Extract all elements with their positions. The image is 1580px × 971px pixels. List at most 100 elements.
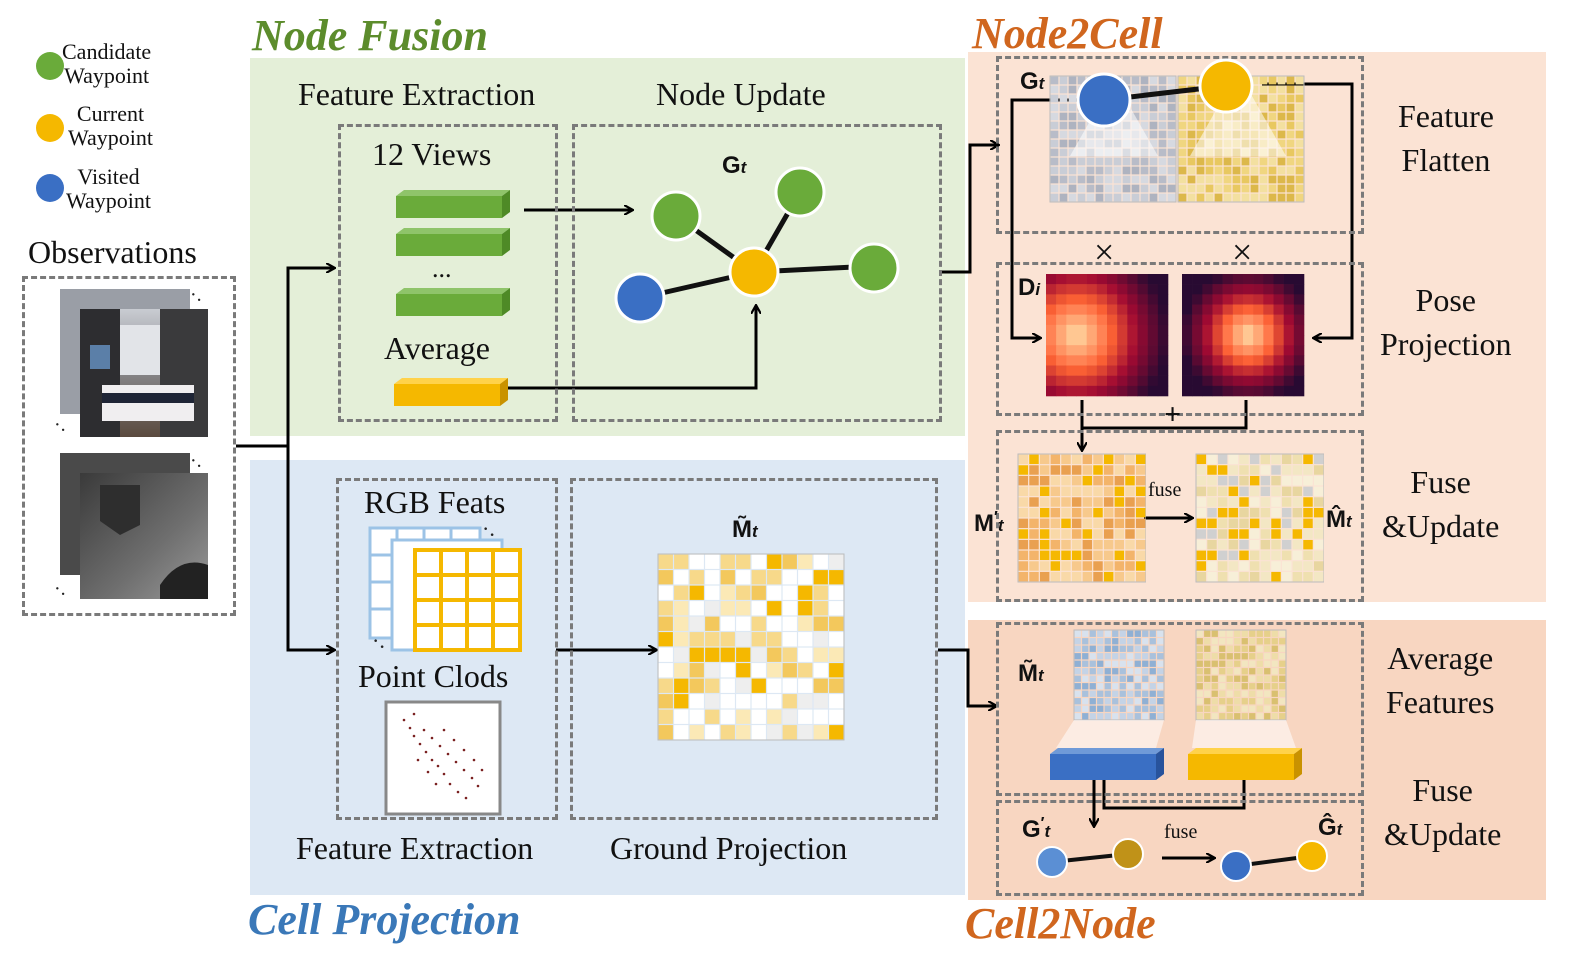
c2n-average-figure [1050, 629, 1302, 780]
obs-to-node-fusion-arrow [286, 268, 334, 446]
average-to-node-arrow [508, 306, 756, 390]
obs-to-cell-projection-arrow [286, 446, 334, 650]
visited-node-hat [1220, 850, 1252, 882]
current-waypoint-icon [36, 114, 64, 142]
n2c-feature-flatten-box [996, 56, 1364, 234]
observations-box [22, 276, 236, 616]
current-node-prime [1112, 838, 1144, 870]
observation-images: ·. ·. ·. ·. [54, 285, 208, 600]
current-node-hat [1296, 840, 1328, 872]
candidate-waypoint-icon [36, 52, 64, 80]
legend-current-label: Current Waypoint [68, 101, 153, 150]
cp-ground-projection-box [570, 478, 938, 820]
cell2node-title: Cell2Node [965, 899, 1156, 948]
graph-to-right-heatmap-arrow [1262, 82, 1354, 338]
n2c-pose-projection-box [996, 262, 1364, 416]
view-feature-bars [394, 190, 510, 406]
svg-text:·.: ·. [190, 285, 202, 306]
point-cloud-image [384, 700, 502, 816]
nf-feature-extraction-label: Feature Extraction [298, 76, 536, 112]
node-fusion-panel [250, 58, 965, 436]
cp-feature-extraction-label: Feature Extraction [296, 830, 534, 866]
nf-node-update-label: Node Update [656, 76, 826, 112]
c2n-map-label: M̃t [1018, 660, 1044, 687]
map-hat-label: M̂t [1326, 506, 1352, 533]
multiply-symbol-left: × [1094, 232, 1115, 272]
pose-heatmaps [1046, 274, 1305, 397]
step-average-features: Average Features [1386, 640, 1495, 720]
c2n-blue-map [1073, 629, 1165, 721]
c2n-average-features-box [996, 622, 1364, 796]
plus-symbol: + [1164, 398, 1182, 431]
svg-text:·.: ·. [54, 578, 66, 600]
view-feature-bar [396, 228, 510, 256]
multiply-symbol-right: × [1232, 232, 1253, 272]
views-label: 12 Views [372, 136, 492, 172]
n2c-graph-label: Gt [1020, 68, 1045, 95]
views-ellipsis: ... [432, 254, 452, 283]
visited-node-prime [1036, 846, 1068, 878]
ground-projection-map [657, 553, 845, 741]
node-update-graph [614, 166, 900, 324]
graph-to-left-heatmap-arrow [1010, 98, 1078, 338]
distance-label: Di [1018, 274, 1041, 301]
nf-node-update-box [572, 124, 942, 422]
node-fusion-title: Node Fusion [252, 11, 488, 60]
svg-text:·.: ·. [190, 450, 202, 472]
rgb-image-stack: ·. ·. [54, 285, 208, 437]
ground-map-cells [657, 553, 845, 741]
n2c-fuse-update-box [996, 430, 1364, 602]
map-hat-cells [1195, 453, 1324, 583]
candidate-node [650, 190, 702, 242]
candidate-node [848, 242, 900, 294]
step-pose-projection: Pose Projection [1380, 282, 1512, 362]
node-update-to-node2cell-arrow [940, 145, 998, 274]
n2c-flatten-figure [1049, 58, 1305, 203]
cp-map-label: M̃t [732, 516, 758, 543]
step-feature-flatten: Feature Flatten [1398, 98, 1494, 178]
rgb-feature-grids: ·. ·. [368, 520, 522, 653]
nf-feature-extraction-box [338, 124, 558, 422]
c2n-fuse-graphs [1036, 838, 1328, 882]
current-node [728, 246, 780, 298]
ground-projection-to-cell2node-arrow [938, 648, 996, 706]
observations-label: Observations [28, 234, 197, 270]
svg-text:·.: ·. [54, 414, 66, 436]
point-clouds-label: Point Clods [358, 658, 509, 694]
legend-candidate-label: Candidate Waypoint [62, 39, 152, 88]
c2n-fuse-label: fuse [1164, 821, 1198, 843]
c2n-blue-feature-bar [1050, 748, 1164, 780]
graph-hat-label: Ĝt [1318, 814, 1343, 841]
nf-graph-label: Gt [722, 152, 747, 179]
right-distance-heatmap [1182, 274, 1305, 397]
view-feature-bar [396, 190, 510, 218]
visited-waypoint-icon [36, 174, 64, 202]
step-n2c-fuse-update: Fuse &Update [1382, 464, 1500, 544]
n2c-fuse-label: fuse [1148, 479, 1182, 501]
step-c2n-fuse-update: Fuse &Update [1384, 772, 1502, 852]
view-feature-bar [396, 288, 510, 316]
depth-image-stack: ·. ·. [54, 450, 208, 600]
ground-projection-label: Ground Projection [610, 830, 848, 866]
average-label: Average [384, 330, 490, 366]
rgb-feats-label: RGB Feats [364, 484, 506, 520]
cp-feature-extraction-box [336, 478, 558, 820]
map-prime-grid [1017, 453, 1146, 583]
svg-text:·.: ·. [372, 628, 385, 653]
average-feature-bar [394, 378, 508, 406]
map-prime-label: M′t [974, 509, 1004, 537]
visited-node [614, 272, 666, 324]
map-prime-cells [1017, 453, 1146, 583]
flatten-visited-node [1076, 72, 1132, 128]
graph-prime-label: G′t [1022, 815, 1051, 843]
flatten-current-node [1198, 58, 1254, 114]
c2n-fuse-update-box [996, 800, 1364, 896]
cell-projection-title: Cell Projection [248, 895, 521, 944]
left-distance-heatmap [1046, 274, 1169, 397]
svg-text:·.: ·. [482, 520, 495, 541]
candidate-node [774, 166, 826, 218]
legend-visited-label: Visited Waypoint [66, 164, 151, 213]
c2n-yellow-feature-bar [1188, 748, 1302, 780]
legend-markers [36, 52, 64, 202]
node2cell-title: Node2Cell [972, 9, 1163, 58]
